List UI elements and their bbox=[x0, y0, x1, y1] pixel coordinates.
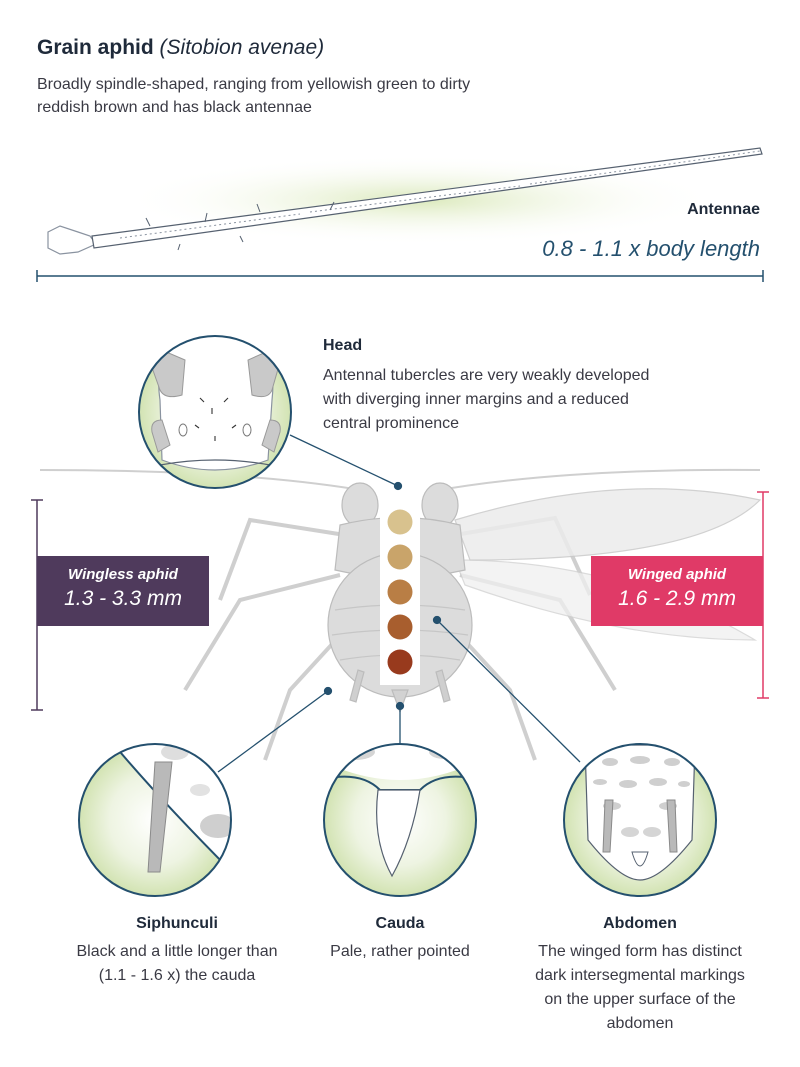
cauda-detail-circle bbox=[320, 740, 480, 896]
winged-badge: Winged aphid 1.6 - 2.9 mm bbox=[591, 556, 763, 626]
abdomen-detail-circle bbox=[564, 744, 716, 896]
siphunculi-caption: Siphunculi Black and a little longer tha… bbox=[62, 912, 292, 988]
head-label: Head bbox=[323, 337, 362, 355]
antenna-length-scale bbox=[37, 270, 763, 282]
head-detail-circle bbox=[139, 330, 291, 488]
wingless-size: 1.3 - 3.3 mm bbox=[37, 587, 209, 611]
abdomen-caption: Abdomen The winged form has distinct dar… bbox=[525, 912, 755, 1036]
species-description: Broadly spindle-shaped, ranging from yel… bbox=[37, 73, 507, 119]
page-title: Grain aphid (Sitobion avenae) bbox=[37, 36, 324, 60]
wingless-badge: Wingless aphid 1.3 - 3.3 mm bbox=[37, 556, 209, 626]
siphunculi-label: Siphunculi bbox=[62, 912, 292, 936]
colour-swatch bbox=[388, 615, 413, 640]
cauda-description: Pale, rather pointed bbox=[330, 943, 470, 960]
common-name: Grain aphid bbox=[37, 36, 154, 59]
head-description: Antennal tubercles are very weakly devel… bbox=[323, 364, 663, 436]
colour-swatch bbox=[388, 545, 413, 570]
winged-size: 1.6 - 2.9 mm bbox=[591, 587, 763, 611]
colour-swatch bbox=[388, 510, 413, 535]
siphunculi-description: Black and a little longer than (1.1 - 1.… bbox=[76, 943, 277, 984]
cauda-caption: Cauda Pale, rather pointed bbox=[295, 912, 505, 964]
abdomen-description: The winged form has distinct dark inters… bbox=[535, 943, 745, 1032]
colour-swatch bbox=[388, 650, 413, 675]
antennae-label: Antennae bbox=[687, 201, 760, 219]
siphunculi-detail-circle bbox=[79, 740, 240, 896]
antennae-ratio: 0.8 - 1.1 x body length bbox=[542, 236, 760, 262]
colour-swatch bbox=[388, 580, 413, 605]
abdomen-label: Abdomen bbox=[525, 912, 755, 936]
cauda-label: Cauda bbox=[295, 912, 505, 936]
winged-label: Winged aphid bbox=[591, 566, 763, 583]
wingless-label: Wingless aphid bbox=[37, 566, 209, 583]
scientific-name: (Sitobion avenae) bbox=[160, 36, 325, 59]
